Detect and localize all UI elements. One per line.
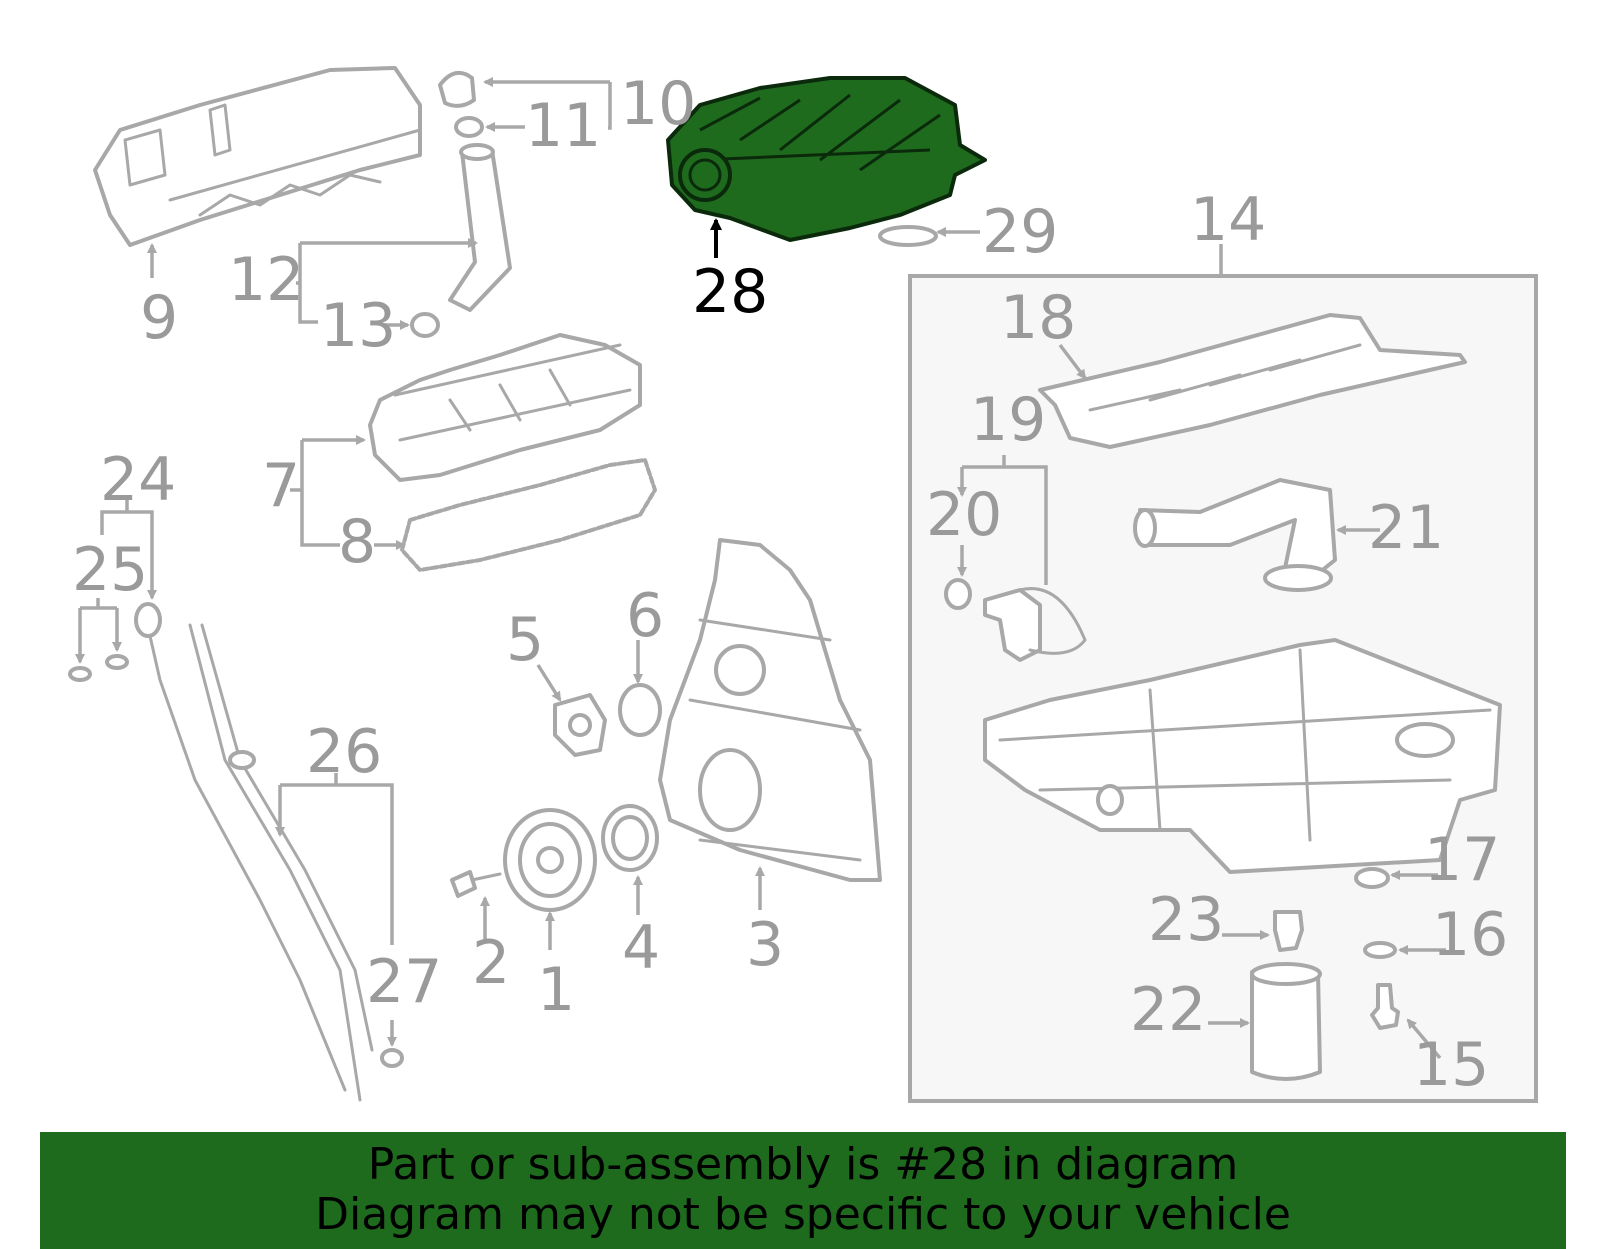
front-cover-gasket-part[interactable] [618, 683, 662, 737]
callout-9: 9 [140, 283, 178, 353]
callout-18: 18 [1000, 283, 1076, 353]
crankshaft-balancer-part[interactable] [503, 808, 597, 912]
callout-25: 25 [72, 535, 148, 605]
oil-pan-seal-part[interactable] [1354, 867, 1390, 889]
callout-15: 15 [1413, 1030, 1489, 1100]
banner-line-1: Part or sub-assembly is #28 in diagram [367, 1139, 1239, 1190]
callout-13: 13 [320, 291, 396, 361]
dipstick-o-ring-upper-part[interactable] [68, 666, 92, 682]
info-banner: Part or sub-assembly is #28 in diagram D… [40, 1132, 1566, 1249]
oil-cap-seal-part[interactable] [454, 116, 484, 138]
crankshaft-front-seal-part[interactable] [601, 804, 659, 872]
oil-filler-tube-part[interactable] [448, 143, 512, 312]
oil-pump-pickup-part[interactable] [1133, 478, 1337, 592]
callout-10: 10 [620, 69, 696, 139]
callout-19: 19 [970, 385, 1046, 455]
callout-24: 24 [100, 445, 176, 515]
drain-plug-washer-part[interactable] [1363, 941, 1397, 959]
callout-17: 17 [1424, 825, 1500, 895]
oil-sensor-o-ring-part[interactable] [944, 578, 972, 610]
callout-2: 2 [472, 928, 510, 998]
drain-plug-part[interactable] [1370, 983, 1400, 1030]
callout-27: 27 [366, 947, 442, 1017]
intake-gasket-part[interactable] [878, 225, 938, 247]
callout-28-highlighted: 28 [692, 257, 768, 327]
dipstick-tube-part[interactable] [188, 623, 374, 1102]
callout-23: 23 [1148, 885, 1224, 955]
callout-14: 14 [1190, 185, 1266, 255]
engine-cover-part[interactable] [93, 66, 422, 247]
intake-manifold-part[interactable] [666, 76, 987, 242]
valve-cover-gasket-part[interactable] [400, 458, 657, 572]
callout-16: 16 [1432, 900, 1508, 970]
callout-20: 20 [926, 480, 1002, 550]
callout-8: 8 [338, 507, 376, 577]
balancer-bolt-part[interactable] [450, 870, 502, 898]
oil-filter-part[interactable] [1250, 962, 1322, 1081]
valve-cover-part[interactable] [368, 333, 642, 482]
callout-29: 29 [982, 197, 1058, 267]
callout-1: 1 [537, 955, 575, 1025]
engine-front-cover-part[interactable] [658, 538, 882, 882]
dipstick-tube-o-ring-part[interactable] [380, 1048, 404, 1068]
oil-filler-cap-part[interactable] [438, 70, 476, 108]
callout-3: 3 [746, 910, 784, 980]
oil-filter-adapter-part[interactable] [1273, 910, 1304, 952]
callout-5: 5 [506, 605, 544, 675]
banner-line-2: Diagram may not be specific to your vehi… [315, 1189, 1291, 1240]
callout-26: 26 [306, 717, 382, 787]
oil-dipstick-part[interactable] [134, 602, 347, 1092]
callout-4: 4 [622, 913, 660, 983]
callout-7: 7 [262, 451, 300, 521]
oil-pressure-sensor-part[interactable] [983, 587, 1087, 662]
callout-12: 12 [228, 245, 304, 315]
front-crank-seal-part[interactable] [553, 693, 607, 757]
callout-6: 6 [626, 581, 664, 651]
callout-11: 11 [525, 91, 601, 161]
callout-21: 21 [1368, 493, 1444, 563]
dipstick-o-ring-lower-part[interactable] [105, 654, 129, 670]
filler-tube-o-ring-part[interactable] [410, 312, 440, 338]
oil-pan-baffle-part[interactable] [1038, 313, 1467, 449]
oil-pan-part[interactable] [983, 638, 1502, 874]
callout-22: 22 [1130, 975, 1206, 1045]
